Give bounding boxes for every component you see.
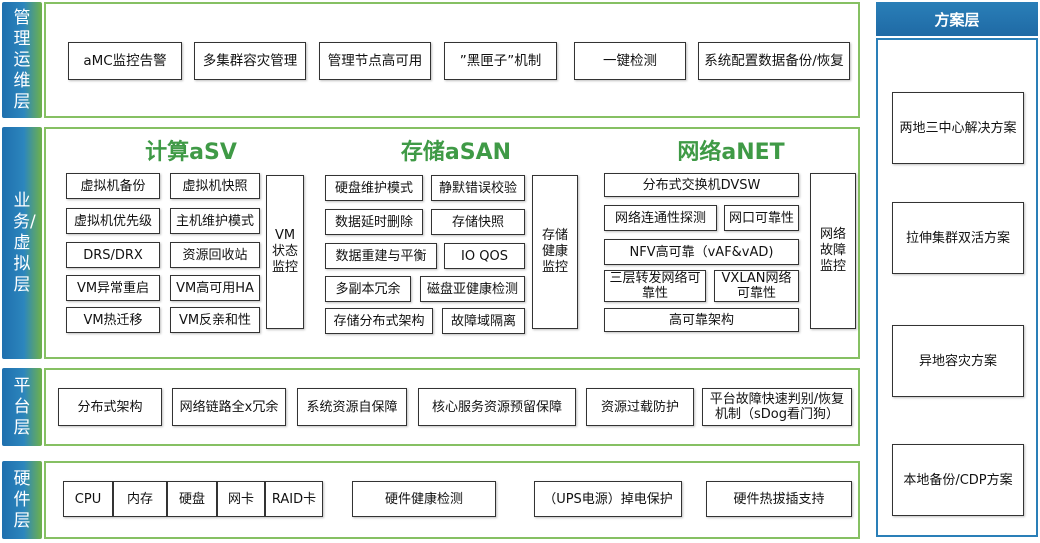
layer-label-platform: 平台层 bbox=[2, 368, 42, 446]
network-item-l3-forwarding: 三层转发网络可靠性 bbox=[604, 270, 706, 302]
storage-item-disk-maintenance: 硬盘维护模式 bbox=[325, 175, 423, 201]
compute-item-vm-migration: VM热迁移 bbox=[66, 307, 160, 333]
platform-item-overload-protection: 资源过载防护 bbox=[586, 388, 694, 426]
compute-monitor: VM状态监控 bbox=[266, 175, 304, 329]
mgmt-item-black-box: ”黑匣子”机制 bbox=[444, 42, 557, 80]
plan-item-local-backup-cdp: 本地备份/CDP方案 bbox=[892, 444, 1024, 516]
hardware-item-health-check: 硬件健康检测 bbox=[352, 481, 496, 517]
network-item-connectivity-probe: 网络连通性探测 bbox=[604, 205, 717, 231]
platform-item-fault-recovery-sdog: 平台故障快速判别/恢复机制（sDog看门狗） bbox=[702, 388, 852, 426]
network-item-ha-architecture: 高可靠架构 bbox=[604, 308, 799, 332]
platform-item-resource-self-guard: 系统资源自保障 bbox=[297, 388, 407, 426]
mgmt-item-amc-alarm: aMC监控告警 bbox=[68, 42, 182, 80]
plan-item-remote-dr: 异地容灾方案 bbox=[892, 325, 1024, 397]
hardware-item-memory: 内存 bbox=[113, 481, 167, 517]
compute-item-vm-anti-affinity: VM反亲和性 bbox=[170, 307, 260, 333]
storage-section-title: 存储aSAN bbox=[400, 140, 512, 165]
storage-item-disk-subhealth: 磁盘亚健康检测 bbox=[420, 276, 525, 302]
compute-item-vm-backup: 虚拟机备份 bbox=[66, 173, 160, 199]
hardware-item-cpu: CPU bbox=[63, 481, 113, 517]
layer-label-business: 业务/虚拟层 bbox=[2, 127, 42, 359]
compute-item-vm-ha: VM高可用HA bbox=[170, 275, 260, 301]
storage-item-silent-error-check: 静默错误校验 bbox=[431, 175, 525, 201]
plan-item-two-sites-three-centers: 两地三中心解决方案 bbox=[892, 92, 1024, 164]
compute-item-recycle-bin: 资源回收站 bbox=[170, 242, 260, 268]
hardware-item-raid-card: RAID卡 bbox=[265, 481, 323, 517]
storage-item-fault-domain: 故障域隔离 bbox=[442, 308, 525, 334]
platform-item-link-redundancy: 网络链路全x冗余 bbox=[172, 388, 286, 426]
plan-item-stretched-cluster: 拉伸集群双活方案 bbox=[892, 202, 1024, 274]
compute-item-vm-restart: VM异常重启 bbox=[66, 275, 160, 301]
platform-item-distributed-arch: 分布式架构 bbox=[58, 388, 162, 426]
network-item-dvsw: 分布式交换机DVSW bbox=[604, 173, 799, 197]
storage-item-multi-replica: 多副本冗余 bbox=[325, 276, 411, 302]
platform-layer-frame: 分布式架构 网络链路全x冗余 系统资源自保障 核心服务资源预留保障 资源过载防护… bbox=[44, 368, 860, 446]
compute-item-vm-snapshot: 虚拟机快照 bbox=[170, 173, 260, 199]
platform-item-core-reservation: 核心服务资源预留保障 bbox=[418, 388, 576, 426]
compute-item-host-maintenance: 主机维护模式 bbox=[170, 208, 260, 234]
mgmt-item-node-ha: 管理节点高可用 bbox=[319, 42, 431, 80]
layer-label-hardware: 硬件层 bbox=[2, 461, 42, 539]
mgmt-item-one-click-check: 一键检测 bbox=[574, 42, 686, 80]
compute-item-drs-drx: DRS/DRX bbox=[66, 242, 160, 268]
plans-header: 方案层 bbox=[876, 2, 1038, 36]
hardware-item-ups-protection: （UPS电源）掉电保护 bbox=[534, 481, 682, 517]
business-layer-frame: 计算aSV 虚拟机备份 虚拟机快照 虚拟机优先级 主机维护模式 DRS/DRX … bbox=[44, 127, 860, 359]
hardware-item-nic: 网卡 bbox=[217, 481, 265, 517]
storage-item-io-qos: IO QOS bbox=[444, 243, 525, 269]
network-monitor: 网络故障监控 bbox=[810, 173, 856, 329]
storage-item-distributed-arch: 存储分布式架构 bbox=[325, 308, 433, 334]
storage-item-snapshot: 存储快照 bbox=[431, 209, 525, 235]
compute-item-vm-priority: 虚拟机优先级 bbox=[66, 208, 160, 234]
plans-frame: 两地三中心解决方案 拉伸集群双活方案 异地容灾方案 本地备份/CDP方案 bbox=[876, 38, 1038, 537]
network-item-nfv-ha: NFV高可靠（vAF&vAD) bbox=[604, 239, 799, 265]
network-item-vxlan: VXLAN网络可靠性 bbox=[714, 270, 799, 302]
network-item-port-reliability: 网口可靠性 bbox=[724, 205, 799, 231]
storage-item-rebuild-balance: 数据重建与平衡 bbox=[325, 243, 437, 269]
mgmt-item-multi-cluster-dr: 多集群容灾管理 bbox=[194, 42, 306, 80]
management-layer-frame: aMC监控告警 多集群容灾管理 管理节点高可用 ”黑匣子”机制 一键检测 系统配… bbox=[44, 2, 860, 118]
network-section-title: 网络aNET bbox=[677, 140, 785, 165]
hardware-item-hot-plug: 硬件热拔插支持 bbox=[706, 481, 852, 517]
storage-item-delayed-delete: 数据延时删除 bbox=[325, 209, 423, 235]
layer-label-management: 管理运维层 bbox=[2, 2, 42, 118]
mgmt-item-config-backup: 系统配置数据备份/恢复 bbox=[698, 42, 850, 80]
hardware-item-disk: 硬盘 bbox=[167, 481, 217, 517]
storage-monitor: 存储健康监控 bbox=[532, 175, 578, 329]
hardware-layer-frame: CPU 内存 硬盘 网卡 RAID卡 硬件健康检测 （UPS电源）掉电保护 硬件… bbox=[44, 461, 860, 539]
compute-section-title: 计算aSV bbox=[145, 140, 237, 165]
